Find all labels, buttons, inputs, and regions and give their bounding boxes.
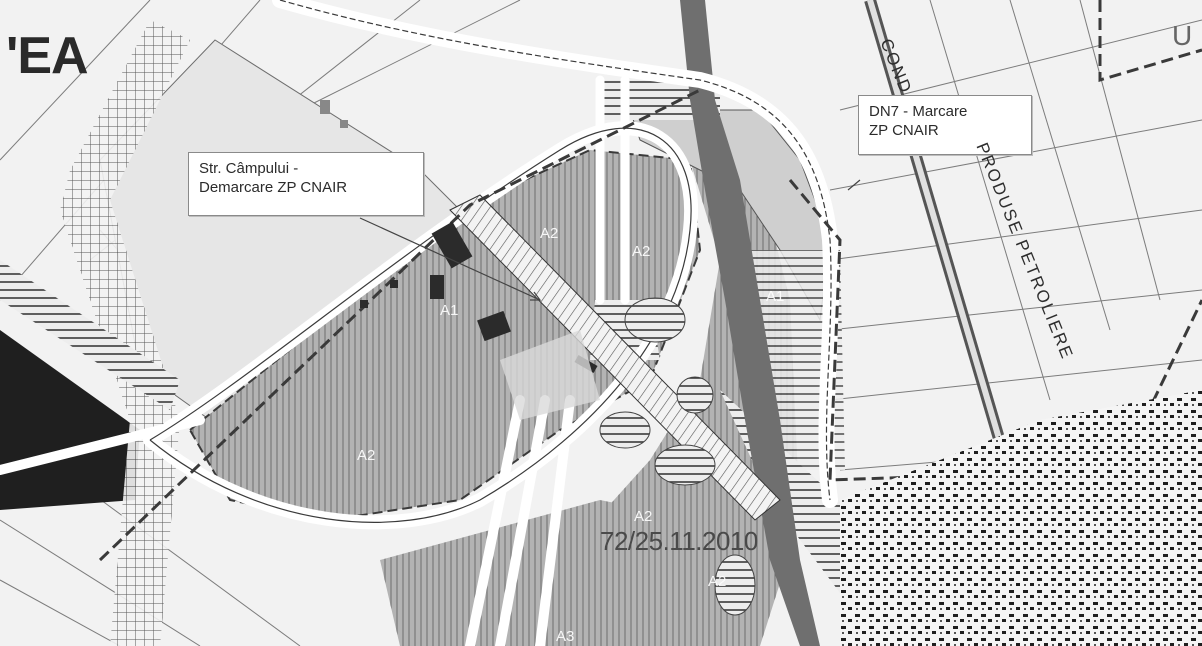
callout-dn7: DN7 - Marcare ZP CNAIR	[858, 95, 1032, 155]
callout-line: Str. Câmpului -	[199, 160, 299, 177]
zone-a2-west	[188, 148, 702, 522]
callout-line: ZP CNAIR	[869, 122, 939, 139]
zone-label: A2	[708, 573, 727, 590]
zone-label: A2	[357, 447, 376, 464]
zone-label: A2	[632, 243, 651, 260]
corner-glyph: U	[1172, 20, 1193, 51]
callout-line: DN7 - Marcare	[869, 103, 968, 120]
zone-label: A2	[540, 225, 559, 242]
zone-label: A1	[440, 302, 459, 319]
zone-label: A3	[556, 628, 575, 645]
dark-road-band	[680, 0, 820, 646]
date-stamp: 72/25.11.2010	[600, 526, 758, 556]
zone-label: A2	[634, 508, 653, 525]
callout-leaders	[359, 179, 861, 301]
zone-label: A1	[766, 288, 785, 305]
built-up-area	[840, 390, 1202, 646]
callout-line: Demarcare ZP CNAIR	[199, 179, 348, 196]
map-title-fragment: 'EA	[6, 27, 89, 85]
callout-str-campului: Str. Câmpului - Demarcare ZP CNAIR	[188, 152, 424, 216]
